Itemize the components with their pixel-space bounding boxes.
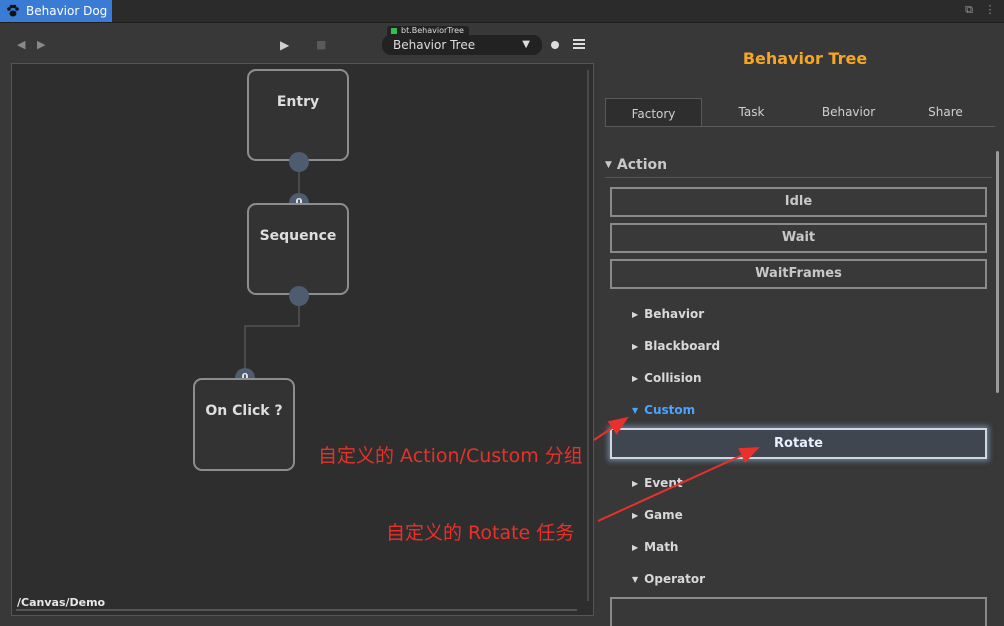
triangle-right-icon: ▶ <box>632 543 639 552</box>
category-custom[interactable]: ▼Custom <box>632 403 696 417</box>
panel-title: Behavior Tree <box>742 49 868 68</box>
window-tabstrip: Behavior Dog ⧉ ⋮ <box>0 0 1004 23</box>
behavior-tree-select[interactable]: Behavior Tree ▼ <box>382 35 542 55</box>
sequence-output-port[interactable] <box>289 286 309 306</box>
canvas-vertical-scrollbar[interactable] <box>587 70 589 601</box>
tree-select-value: Behavior Tree <box>393 38 476 52</box>
panel-tabs: Factory Task Behavior Share <box>605 98 995 127</box>
triangle-right-icon: ▶ <box>632 511 639 520</box>
action-wait-button[interactable]: Wait <box>610 223 987 253</box>
triangle-right-icon: ▶ <box>632 479 639 488</box>
category-event[interactable]: ▶Event <box>632 476 683 490</box>
more-options-icon[interactable]: ⋮ <box>984 3 996 16</box>
category-operator[interactable]: ▼Operator <box>632 572 705 586</box>
category-collision[interactable]: ▶Collision <box>632 371 702 385</box>
triangle-right-icon: ▶ <box>632 374 639 383</box>
panel-vertical-scrollbar[interactable] <box>996 151 999 393</box>
triangle-down-icon: ▼ <box>632 575 639 584</box>
operator-first-item-button[interactable] <box>610 597 987 626</box>
status-dot-icon <box>391 28 397 34</box>
action-waitframes-button[interactable]: WaitFrames <box>610 259 987 289</box>
category-math[interactable]: ▶Math <box>632 540 679 554</box>
hamburger-menu-icon[interactable] <box>573 39 585 49</box>
paw-icon <box>7 4 19 17</box>
triangle-right-icon: ▶ <box>632 342 639 351</box>
maximize-icon[interactable]: ⧉ <box>965 3 973 16</box>
category-game[interactable]: ▶Game <box>632 508 683 522</box>
behavior-tree-canvas[interactable]: Entry 0 Sequence 0 On Click ? /Canvas/De… <box>11 63 594 616</box>
forward-arrow-icon[interactable]: ▶ <box>37 38 46 51</box>
action-idle-button[interactable]: Idle <box>610 187 987 217</box>
section-action-header[interactable]: ▼Action <box>605 157 992 178</box>
canvas-horizontal-scrollbar[interactable] <box>16 609 577 611</box>
back-arrow-icon[interactable]: ◀ <box>17 38 26 51</box>
canvas-path: /Canvas/Demo <box>17 596 106 609</box>
stop-icon[interactable]: ■ <box>316 38 327 51</box>
tab-factory[interactable]: Factory <box>605 98 702 126</box>
category-blackboard[interactable]: ▶Blackboard <box>632 339 721 353</box>
tree-type-label: bt.BehaviorTree <box>387 26 469 36</box>
window-tab-label: Behavior Dog <box>26 4 108 18</box>
triangle-down-icon: ▼ <box>632 406 639 415</box>
triangle-down-icon: ▼ <box>605 160 612 170</box>
node-sequence[interactable]: Sequence <box>247 203 349 295</box>
category-behavior[interactable]: ▶Behavior <box>632 307 705 321</box>
play-icon[interactable]: ▶ <box>280 38 290 52</box>
node-entry[interactable]: Entry <box>247 69 349 161</box>
chevron-down-icon: ▼ <box>522 39 530 50</box>
triangle-right-icon: ▶ <box>632 310 639 319</box>
tab-task[interactable]: Task <box>738 105 765 119</box>
annotation-custom-group: 自定义的 Action/Custom 分组 <box>318 445 583 467</box>
annotation-rotate-task: 自定义的 Rotate 任务 <box>386 522 575 544</box>
window-tab-behavior-dog[interactable]: Behavior Dog <box>0 0 112 22</box>
node-on-click[interactable]: On Click ? <box>193 378 295 471</box>
task-rotate-button[interactable]: Rotate <box>610 428 987 459</box>
record-icon[interactable] <box>551 41 559 49</box>
tab-behavior[interactable]: Behavior <box>821 105 876 119</box>
tab-share[interactable]: Share <box>928 105 963 119</box>
entry-output-port[interactable] <box>289 152 309 172</box>
